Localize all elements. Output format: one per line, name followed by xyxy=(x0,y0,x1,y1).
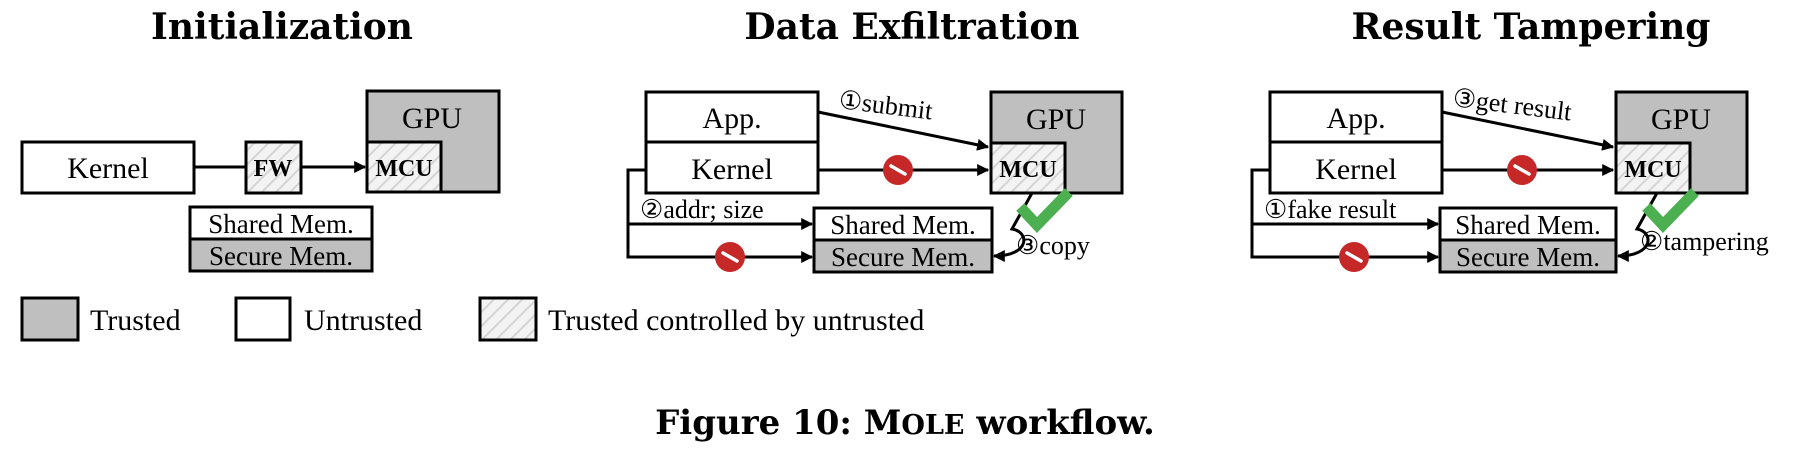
no-entry-icon xyxy=(1505,153,1539,187)
step-text: tampering xyxy=(1663,227,1768,256)
step-marker: ② xyxy=(640,195,663,224)
step-marker: ① xyxy=(837,85,864,117)
gpu-label: GPU xyxy=(402,102,462,135)
legend-controlled-label: Trusted controlled by untrusted xyxy=(548,304,924,337)
step-marker: ① xyxy=(1264,195,1287,224)
step-text: addr; size xyxy=(663,195,763,224)
checkmark-icon xyxy=(1024,196,1065,225)
legend-trusted-label: Trusted xyxy=(90,304,181,337)
kernel-box xyxy=(1268,140,1444,195)
mcu-label: MCU xyxy=(1624,157,1681,183)
copy-arrow xyxy=(992,192,1034,262)
mcu-box xyxy=(1614,141,1692,195)
figure-caption: Figure 10: MOLE workflow. xyxy=(655,403,1155,443)
submit-label: ①submit xyxy=(837,85,935,125)
shared-mem-box xyxy=(1438,206,1618,242)
no-entry-icon xyxy=(713,240,747,274)
firmware-label: FW xyxy=(254,156,293,182)
step-text: copy xyxy=(1039,231,1090,260)
submit-arrow xyxy=(817,110,990,151)
secure-mem-box xyxy=(1438,238,1618,274)
addr-size-label: ②addr; size xyxy=(640,195,764,224)
app-box xyxy=(1268,90,1444,144)
step-marker: ② xyxy=(1640,227,1663,256)
app-label: App. xyxy=(702,102,761,135)
mcu-label: MCU xyxy=(375,156,432,182)
caption-suffix: workflow. xyxy=(965,403,1155,443)
panel-title: Data Exfiltration xyxy=(744,6,1079,48)
no-entry-icon xyxy=(1337,240,1371,274)
checkmark-icon xyxy=(1650,196,1691,225)
legend-trusted-swatch xyxy=(20,296,80,342)
shared-mem-box xyxy=(188,205,374,241)
caption-name-rest: OLE xyxy=(901,410,964,441)
shared-mem-label: Shared Mem. xyxy=(208,209,353,239)
step-text: submit xyxy=(860,88,935,126)
legend-controlled-swatch xyxy=(478,296,538,342)
step-text: fake result xyxy=(1287,195,1397,224)
mcu-box xyxy=(989,141,1067,195)
kernel-label: Kernel xyxy=(67,152,149,185)
secure-mem-box xyxy=(188,237,374,273)
panel-title: Initialization xyxy=(151,6,413,48)
panel-data-exfiltration: Data Exfiltration App. Kernel GPU MCU ①s… xyxy=(626,6,1124,274)
mcu-box xyxy=(365,140,443,194)
get-result-label: ③get result xyxy=(1451,83,1574,126)
secure-mem-label: Secure Mem. xyxy=(1456,242,1600,272)
gpu-label: GPU xyxy=(1026,103,1086,136)
panel-initialization: Initialization Kernel FW GPU MCU Shared … xyxy=(20,6,501,273)
shared-mem-label: Shared Mem. xyxy=(1455,210,1600,240)
caption-name-initial: M xyxy=(864,403,902,443)
step-marker: ③ xyxy=(1016,231,1039,260)
legend-untrusted-label: Untrusted xyxy=(304,304,422,337)
copy-label: ③copy xyxy=(1016,231,1090,260)
app-label: App. xyxy=(1326,102,1385,135)
kernel-box xyxy=(644,140,820,195)
caption-prefix: Figure 10: xyxy=(655,403,864,443)
kernel-label: Kernel xyxy=(691,153,773,186)
legend-untrusted-swatch xyxy=(234,296,292,342)
panel-result-tampering: Result Tampering App. Kernel GPU MCU ③ge… xyxy=(1250,6,1769,274)
get-result-arrow xyxy=(1441,110,1615,151)
fake-result-label: ①fake result xyxy=(1264,195,1397,224)
gpu-label: GPU xyxy=(1651,103,1711,136)
secure-mem-label: Secure Mem. xyxy=(209,241,353,271)
tampering-arrow xyxy=(1616,192,1659,262)
tampering-label: ②tampering xyxy=(1640,227,1769,256)
secure-mem-label: Secure Mem. xyxy=(831,242,975,272)
kernel-box xyxy=(20,140,196,195)
mcu-label: MCU xyxy=(999,157,1056,183)
kernel-label: Kernel xyxy=(1315,153,1397,186)
app-box xyxy=(644,90,820,144)
secure-mem-box xyxy=(812,238,994,274)
step-marker: ③ xyxy=(1451,83,1478,115)
shared-mem-label: Shared Mem. xyxy=(830,210,975,240)
legend: Trusted Untrusted Trusted controlled by … xyxy=(20,296,924,342)
no-entry-icon xyxy=(881,153,915,187)
panel-title: Result Tampering xyxy=(1352,6,1711,48)
